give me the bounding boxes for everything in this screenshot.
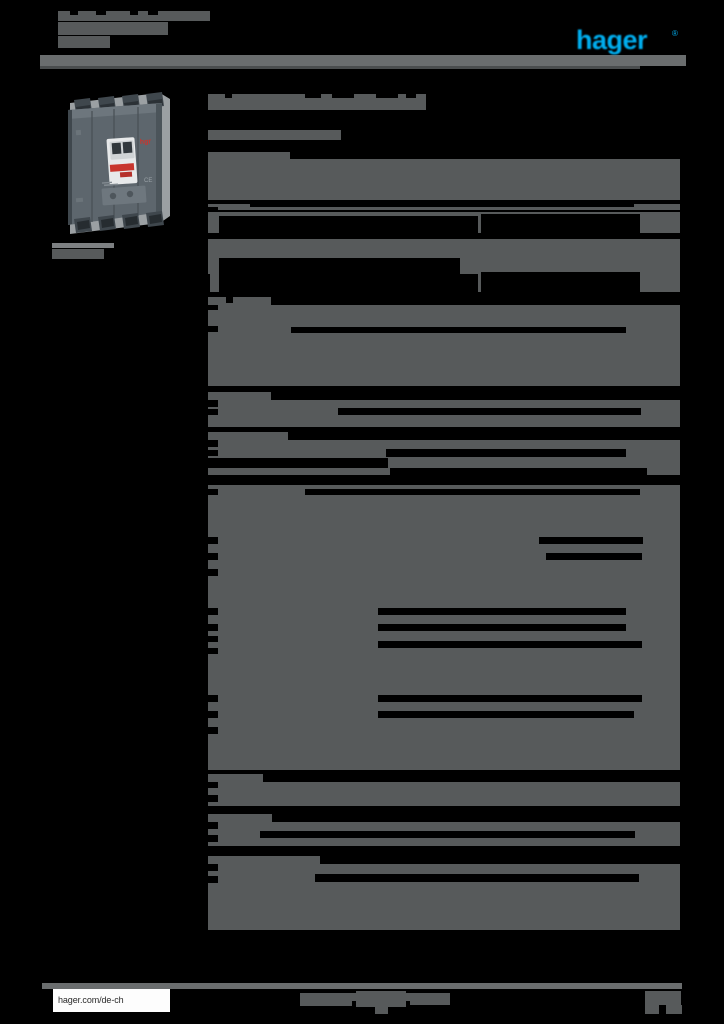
row-separator	[208, 864, 218, 871]
row-value-redaction	[378, 711, 634, 718]
section-body-band	[208, 782, 680, 806]
footer-url-link[interactable]: hager.com/de-ch	[53, 989, 170, 1012]
section-heading-band	[208, 297, 271, 307]
row-value-redaction	[378, 624, 626, 631]
row-value-redaction	[208, 727, 218, 734]
footer-center-text	[410, 993, 450, 1005]
row-value-redaction	[338, 408, 641, 415]
footer-center-text	[356, 991, 406, 1007]
footer-divider	[42, 983, 682, 989]
page-header: hager ®	[0, 0, 724, 76]
page-title-notch	[332, 94, 354, 98]
footer-page-number	[645, 1005, 659, 1014]
header-title-notch	[130, 11, 138, 15]
row-value-redaction	[250, 201, 634, 207]
row-value-redaction	[208, 795, 218, 802]
footer-center-text	[300, 1001, 352, 1006]
row-value-redaction	[481, 214, 640, 235]
section-body-band	[208, 305, 680, 313]
page-title	[208, 94, 426, 110]
header-title-line-2	[58, 22, 168, 35]
section-heading-band	[208, 152, 290, 161]
footer-page-number	[645, 991, 681, 1005]
row-separator	[208, 400, 218, 407]
row-value-redaction	[208, 450, 218, 456]
row-value-redaction	[208, 608, 218, 615]
section-heading-band	[208, 856, 320, 866]
section-heading-band	[208, 432, 288, 442]
row-separator	[208, 440, 218, 447]
footer-url-text: hager.com/de-ch	[58, 995, 124, 1005]
row-value-redaction	[291, 327, 626, 333]
row-value-redaction	[315, 874, 639, 882]
product-caption-line-1	[52, 243, 114, 248]
row-value-redaction	[386, 449, 626, 457]
row-value-redaction	[208, 458, 388, 468]
header-divider-shadow	[40, 66, 640, 69]
row-value-redaction	[208, 624, 218, 631]
header-title-notch	[148, 11, 158, 15]
header-title-notch	[96, 11, 106, 15]
row-value-redaction	[208, 835, 218, 842]
row-value-redaction	[305, 489, 640, 495]
row-value-redaction	[208, 876, 218, 883]
row-separator	[208, 782, 218, 788]
row-value-redaction	[208, 648, 218, 654]
row-value-redaction	[208, 711, 218, 718]
header-title-line-3	[58, 36, 110, 48]
row-separator	[208, 822, 218, 829]
row-value-redaction	[219, 274, 478, 292]
row-value-redaction	[481, 272, 640, 292]
row-value-redaction	[208, 537, 218, 544]
circuit-breaker-illustration: hgr CE	[68, 92, 170, 234]
row-value-redaction	[208, 409, 218, 415]
row-value-redaction	[208, 569, 218, 576]
header-divider	[40, 55, 686, 66]
svg-text:hgr: hgr	[140, 138, 152, 146]
section-body-band	[208, 313, 680, 386]
registered-trademark-icon: ®	[672, 29, 678, 38]
row-value-redaction	[539, 537, 643, 544]
hager-logo[interactable]: hager ®	[576, 25, 678, 55]
svg-text:CE: CE	[144, 178, 152, 184]
row-value-redaction	[546, 553, 642, 560]
row-value-redaction	[208, 695, 218, 702]
row-value-redaction	[390, 468, 647, 476]
row-value-redaction	[208, 326, 218, 332]
row-value-redaction	[208, 489, 218, 495]
section-heading-band	[208, 392, 271, 401]
row-separator	[208, 207, 218, 212]
section-heading-band	[208, 814, 272, 824]
row-separator	[208, 481, 680, 485]
footer-center-text	[375, 1007, 388, 1014]
page-title-notch	[305, 94, 321, 98]
row-value-redaction	[378, 641, 642, 648]
header-title-notch	[70, 11, 78, 15]
row-value-redaction	[260, 831, 635, 838]
row-value-redaction	[219, 258, 460, 274]
section-heading-band	[208, 774, 263, 783]
page-title-notch	[376, 94, 398, 98]
row-value-redaction	[378, 695, 642, 702]
row-value-redaction	[208, 636, 218, 642]
header-title-line-1	[58, 11, 210, 21]
section-heading-notch	[226, 297, 233, 303]
row-value-redaction	[208, 553, 218, 560]
page-subtitle	[208, 130, 341, 140]
page-title-notch	[225, 94, 232, 98]
row-value-redaction	[378, 608, 626, 615]
product-image: hgr CE	[52, 86, 184, 246]
footer-page-number	[666, 1005, 682, 1014]
hager-wordmark: hager	[576, 25, 648, 55]
row-separator	[208, 305, 218, 310]
page-title-notch	[406, 94, 416, 98]
row-value-redaction	[208, 274, 210, 292]
product-caption-line-2	[52, 249, 104, 259]
row-value-redaction	[219, 216, 478, 235]
footer-center-text	[300, 993, 410, 1001]
